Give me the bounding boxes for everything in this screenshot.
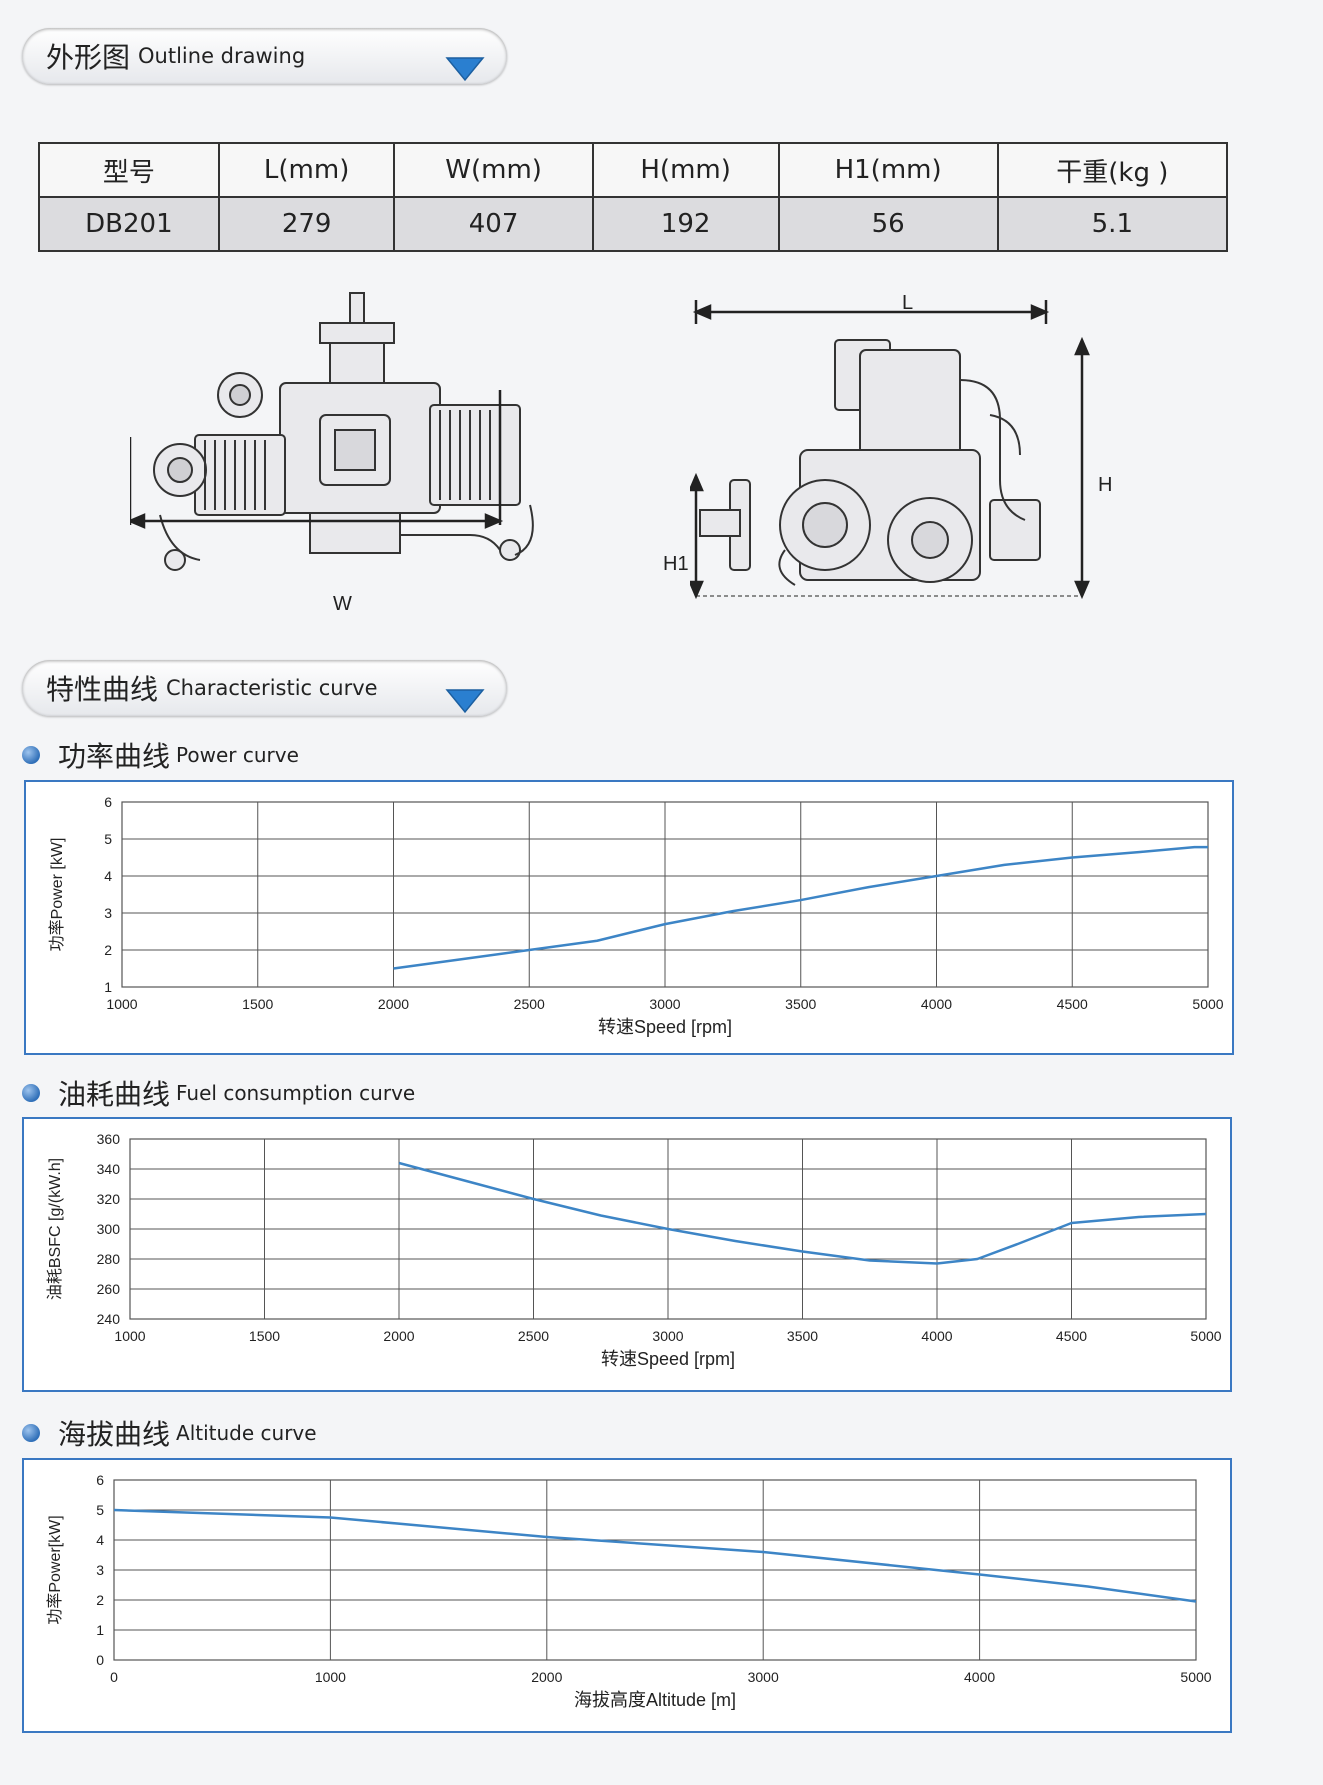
bullet-icon (22, 1424, 40, 1442)
bullet-icon (22, 1084, 40, 1102)
y-tick-label: 0 (96, 1652, 104, 1668)
altitude-curve-title-en: Altitude curve (176, 1421, 317, 1445)
x-tick-label: 5000 (1192, 996, 1223, 1012)
y-tick-label: 300 (97, 1221, 121, 1237)
x-tick-label: 2000 (383, 1328, 414, 1344)
x-axis-label: 海拔高度Altitude [m] (574, 1690, 736, 1710)
y-tick-label: 5 (104, 831, 112, 847)
altitude-chart: 0 1 2 3 4 5 6 0 1000 2000 3000 4000 5000 海拔高度Altitude… (22, 1458, 1232, 1733)
x-tick-label: 3500 (787, 1328, 818, 1344)
power-curve-title-en: Power curve (176, 743, 299, 767)
y-tick-label: 6 (104, 794, 112, 810)
y-axis-label: 功率Power [kW] (48, 838, 66, 952)
x-tick-label: 1500 (242, 996, 273, 1012)
y-tick-label: 260 (97, 1281, 121, 1297)
y-tick-label: 280 (97, 1251, 121, 1267)
chevron-down-icon (445, 57, 485, 82)
fuel-curve-title-zh: 油耗曲线 (58, 1078, 171, 1111)
engine-front-view-drawing (130, 292, 534, 571)
spec-table-header-row: 型号 L(mm) W(mm) H(mm) H1(mm) 干重(kg ) (38, 142, 1229, 198)
y-tick-label: 2 (104, 942, 112, 958)
y-tick-label: 2 (96, 1592, 104, 1608)
x-tick-label: 1000 (315, 1669, 346, 1685)
x-tick-label: 4500 (1057, 996, 1088, 1012)
y-tick-label: 320 (97, 1191, 121, 1207)
x-tick-label: 4000 (964, 1669, 995, 1685)
chevron-down-icon (445, 689, 485, 714)
altitude-curve-title: 海拔曲线 Altitude curve (22, 1413, 317, 1453)
series-line (398, 1161, 1207, 1265)
x-tick-label: 5000 (1180, 1669, 1211, 1685)
x-tick-label: 3000 (748, 1669, 779, 1685)
dimension-label-h: H (1098, 474, 1113, 496)
spec-cell-l: 279 (217, 196, 396, 252)
y-tick-label: 5 (96, 1502, 104, 1518)
y-axis-label: 油耗BSFC [g/(kW.h] (46, 1158, 64, 1300)
dimension-label-h1: H1 (663, 553, 689, 575)
spec-header-w: W(mm) (393, 142, 594, 198)
power-curve-title: 功率曲线 Power curve (22, 735, 299, 775)
bullet-icon (22, 746, 40, 764)
y-axis-label: 功率Power[kW] (46, 1515, 64, 1624)
y-tick-label: 3 (96, 1562, 104, 1578)
spec-header-h1: H1(mm) (777, 142, 999, 198)
series-line (393, 845, 1208, 970)
fuel-curve-title-en: Fuel consumption curve (176, 1081, 416, 1105)
x-tick-label: 2500 (514, 996, 545, 1012)
spec-cell-model: DB201 (38, 196, 220, 252)
x-tick-label: 0 (110, 1669, 118, 1685)
power-curve-title-zh: 功率曲线 (58, 740, 171, 773)
series-line (113, 1508, 1197, 1603)
x-tick-label: 1500 (249, 1328, 280, 1344)
spec-cell-h1: 56 (777, 196, 999, 252)
outline-drawing-title-en: Outline drawing (138, 44, 306, 68)
spec-header-model: 型号 (38, 142, 220, 198)
fuel-curve-title: 油耗曲线 Fuel consumption curve (22, 1073, 415, 1113)
x-tick-label: 2000 (531, 1669, 562, 1685)
y-tick-label: 240 (97, 1311, 121, 1327)
dimension-label-l: L (902, 292, 914, 314)
x-tick-label: 2000 (378, 996, 409, 1012)
x-tick-label: 3000 (649, 996, 680, 1012)
x-tick-label: 1000 (106, 996, 137, 1012)
dimension-label-w: W (333, 593, 352, 615)
engine-side-view-drawing (690, 300, 1090, 600)
characteristic-curve-header: 特性曲线 Characteristic curve (22, 660, 507, 716)
spec-table: 型号 L(mm) W(mm) H(mm) H1(mm) 干重(kg ) DB20… (38, 142, 1229, 252)
x-tick-label: 2500 (518, 1328, 549, 1344)
y-tick-label: 1 (96, 1622, 104, 1638)
y-tick-label: 340 (97, 1161, 121, 1177)
power-curve-chart: 1 2 3 4 5 6 1000 1500 2000 2500 3000 3500 4000 4500 50… (24, 780, 1234, 1055)
outline-drawing-header: 外形图 Outline drawing (22, 28, 507, 84)
spec-table-row: DB201 279 407 192 56 5.1 (38, 196, 1229, 252)
y-tick-label: 6 (96, 1472, 104, 1488)
x-tick-label: 3000 (652, 1328, 683, 1344)
x-axis-label: 转速Speed [rpm] (598, 1017, 732, 1037)
outline-drawing-title-zh: 外形图 (46, 41, 131, 74)
characteristic-curve-title-en: Characteristic curve (166, 676, 378, 700)
spec-cell-h: 192 (591, 196, 780, 252)
x-axis-label: 转速Speed [rpm] (601, 1349, 735, 1369)
spec-cell-weight: 5.1 (996, 196, 1229, 252)
spec-header-l: L(mm) (217, 142, 396, 198)
x-tick-label: 3500 (785, 996, 816, 1012)
x-tick-label: 4000 (921, 996, 952, 1012)
x-tick-label: 4500 (1056, 1328, 1087, 1344)
y-tick-label: 1 (104, 979, 112, 995)
fuel-consumption-chart: 240 260 280 300 320 340 360 1000 1500 2000 2500 300… (22, 1117, 1232, 1392)
y-tick-label: 4 (104, 868, 112, 884)
spec-header-h: H(mm) (591, 142, 780, 198)
characteristic-curve-title-zh: 特性曲线 (46, 673, 159, 706)
altitude-curve-title-zh: 海拔曲线 (58, 1418, 171, 1451)
x-tick-label: 4000 (921, 1328, 952, 1344)
spec-header-weight: 干重(kg ) (996, 142, 1229, 198)
y-tick-label: 3 (104, 905, 112, 921)
x-tick-label: 1000 (114, 1328, 145, 1344)
spec-cell-w: 407 (393, 196, 594, 252)
y-tick-label: 4 (96, 1532, 104, 1548)
x-tick-label: 5000 (1190, 1328, 1221, 1344)
y-tick-label: 360 (97, 1131, 121, 1147)
